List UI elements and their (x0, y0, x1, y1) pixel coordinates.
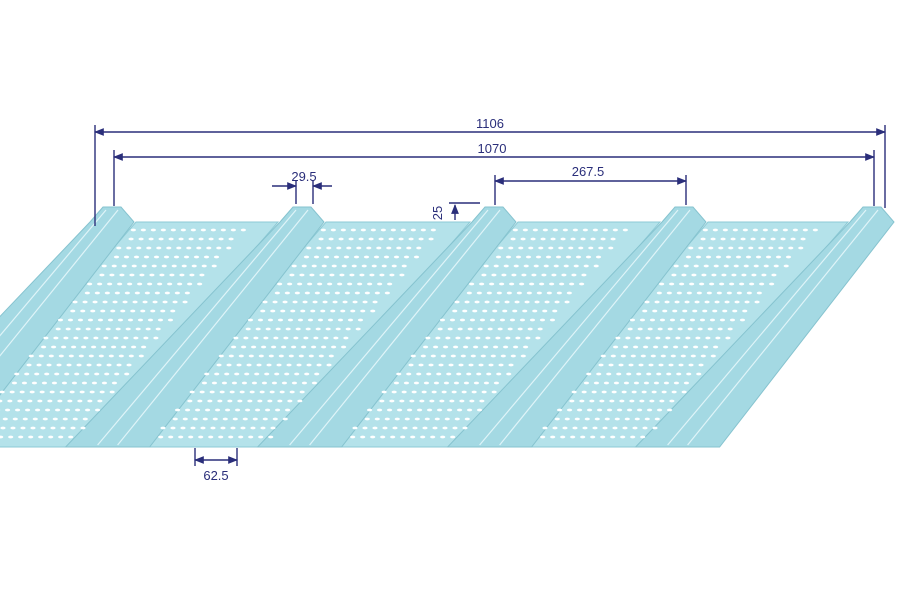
rib-highlight-right-1 (0, 209, 119, 357)
rib-highlight-5 (667, 209, 867, 446)
rib-highlight-2 (97, 209, 297, 446)
rib-highlight-right-3 (309, 209, 501, 446)
rib-highlight-1 (0, 209, 107, 337)
rib-height-label: 25 (430, 206, 445, 220)
rib-2 (64, 206, 325, 448)
rib-3 (256, 206, 517, 448)
rib-pitch-label: 267.5 (572, 164, 605, 179)
rib-highlight-right-5 (687, 209, 879, 446)
perforation-pattern (0, 228, 818, 439)
rib-top-width-label: 29.5 (291, 169, 316, 184)
rib-highlight-right-2 (117, 209, 309, 446)
rib-highlight-3 (289, 209, 489, 446)
valley-bottom-width-label: 62.5 (203, 468, 228, 483)
rib-5 (634, 206, 895, 448)
overall-width-label: 1106 (476, 116, 504, 131)
rib-1 (0, 206, 135, 396)
rib-highlight-right-4 (499, 209, 691, 446)
rib-4 (446, 206, 707, 448)
perforated-roof-sheet (0, 206, 895, 448)
dimension-annotations: 1106 1070 29.5 267.5 25 62.5 (94, 116, 886, 483)
rib-highlight-4 (479, 209, 679, 446)
effective-width-label: 1070 (478, 141, 507, 156)
